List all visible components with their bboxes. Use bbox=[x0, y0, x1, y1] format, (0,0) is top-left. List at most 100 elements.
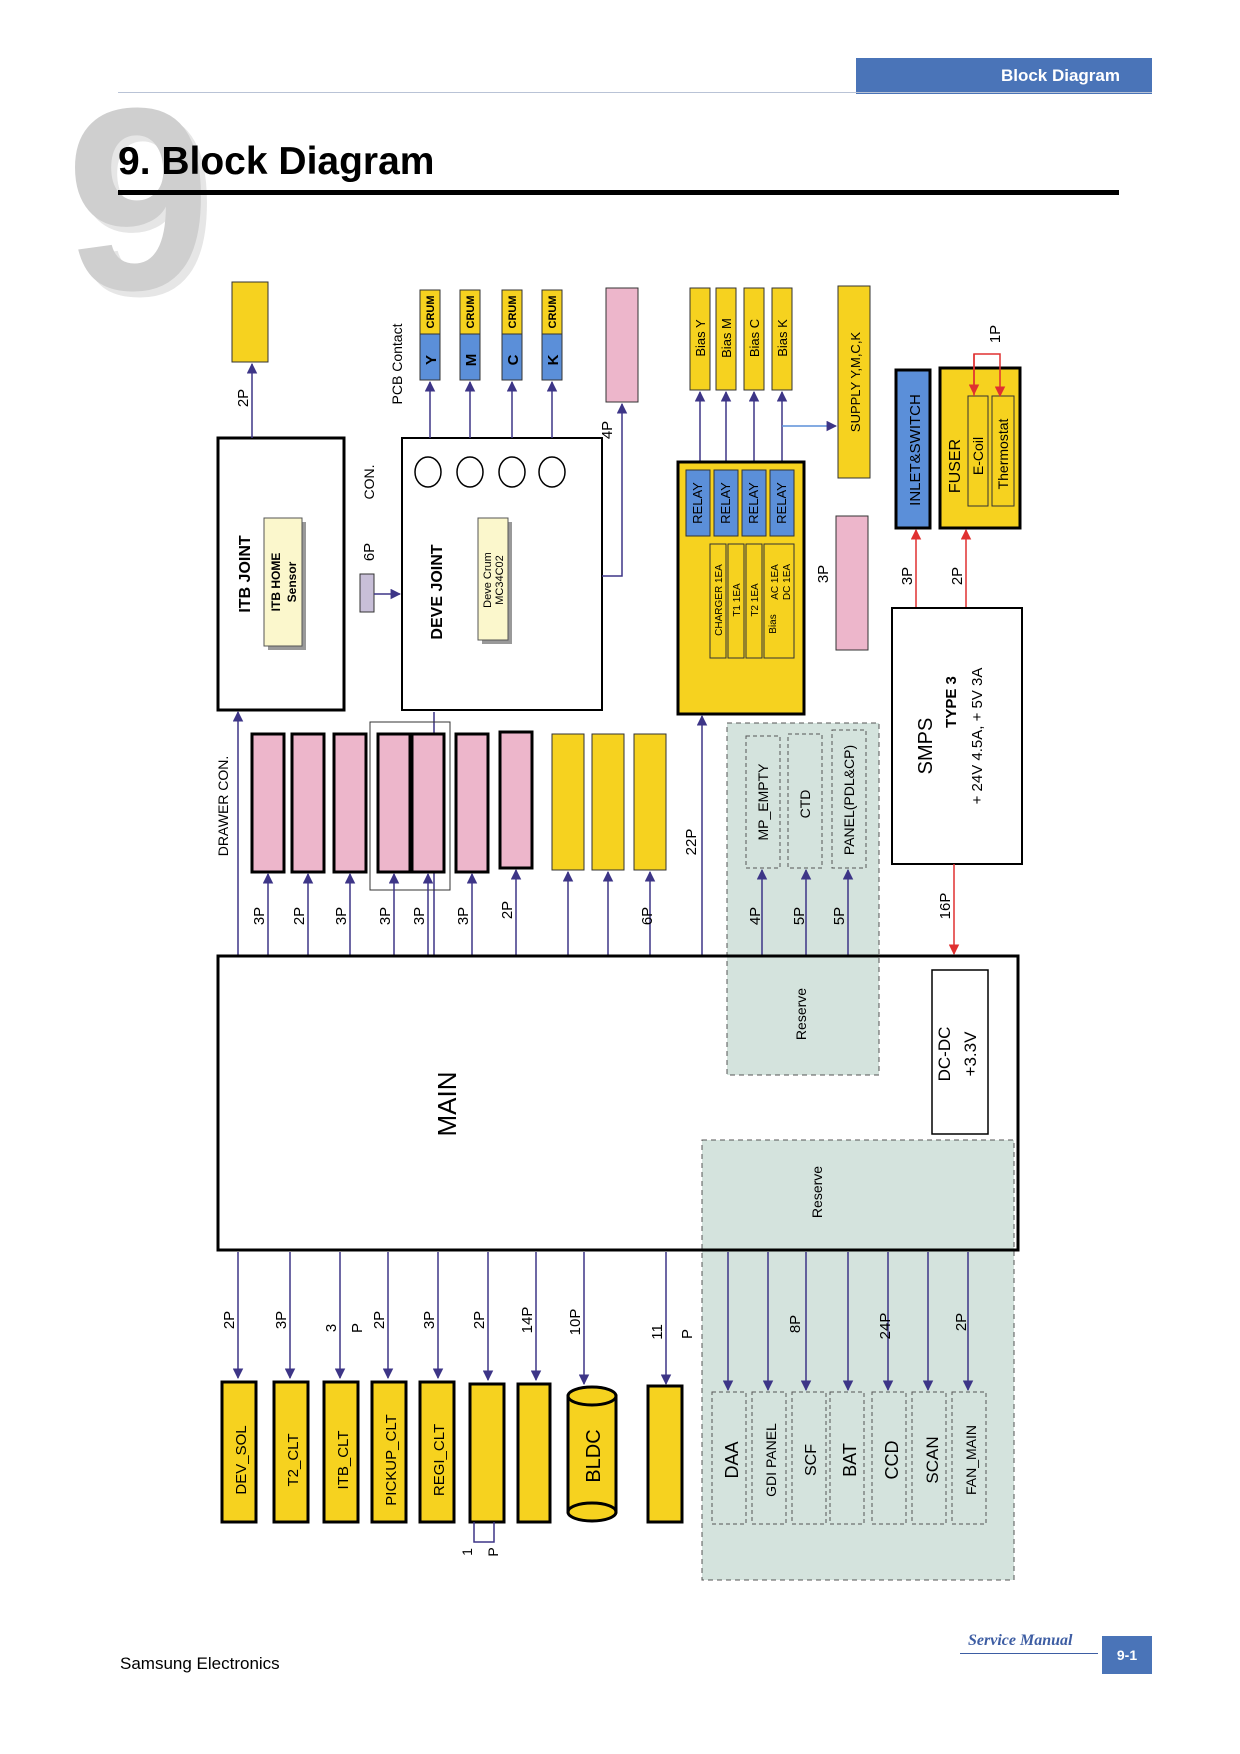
relay-1: RELAY bbox=[690, 482, 705, 524]
dcdc-volt: +3.3V bbox=[961, 1031, 980, 1077]
relay-2: RELAY bbox=[718, 482, 733, 524]
hvps-3p-box bbox=[835, 515, 869, 651]
toner-y-crum: CRUM bbox=[425, 296, 437, 329]
deve-roller-4 bbox=[538, 456, 566, 488]
relay-4: RELAY bbox=[774, 482, 789, 524]
bias-c: Bias C bbox=[743, 287, 765, 464]
deve-roller-1 bbox=[414, 456, 442, 488]
uc-8: 6P bbox=[639, 907, 656, 925]
uc-6: 3P bbox=[455, 907, 472, 925]
lc-2: 3P bbox=[273, 1311, 290, 1329]
con-6p-label: 6P bbox=[361, 543, 378, 561]
deve-4p-box bbox=[605, 287, 639, 403]
inlet-switch-box bbox=[894, 368, 932, 530]
drawer-con-label: DRAWER CON. bbox=[215, 756, 231, 857]
lc-12: 8P bbox=[787, 1315, 804, 1333]
ctd-label: CTD bbox=[797, 790, 813, 819]
con-6p-block bbox=[359, 573, 375, 613]
daa-label: DAA bbox=[722, 1441, 742, 1478]
pickup-clt-label: PICKUP_CLT bbox=[383, 1414, 400, 1505]
deve-crum-label-1: Deve Crum bbox=[482, 552, 494, 608]
uc-4: 3P bbox=[377, 907, 394, 925]
thermostat-label: Thermostat bbox=[995, 418, 1011, 489]
bldc-label: BLDC bbox=[583, 1429, 605, 1482]
t1-label: T1 1EA bbox=[732, 583, 743, 617]
ecoil-box bbox=[967, 395, 989, 507]
supply-box bbox=[837, 285, 871, 479]
deve-crum-box bbox=[477, 517, 509, 641]
deve-roller-2 bbox=[456, 456, 484, 488]
lower-arrows bbox=[232, 1252, 974, 1392]
lc-1: 2P bbox=[221, 1311, 238, 1329]
itb-joint-label: ITB JOINT bbox=[237, 535, 254, 613]
toner-c-color: C bbox=[505, 354, 522, 365]
smps-16p-label: 16P bbox=[937, 893, 954, 920]
pc-2: 5P bbox=[791, 907, 808, 925]
one-p-label-2: P bbox=[485, 1547, 501, 1556]
hvps-relays: RELAY RELAY RELAY RELAY bbox=[685, 469, 795, 537]
toner-y-color: Y bbox=[423, 355, 440, 365]
lc-13: 24P bbox=[877, 1313, 894, 1340]
toner-k: CRUM K bbox=[541, 289, 563, 438]
toner-c-crum: CRUM bbox=[507, 296, 519, 329]
page-number: 9-1 bbox=[1102, 1636, 1152, 1674]
smps-type-label: TYPE 3 bbox=[943, 676, 960, 728]
lc-9: 10P bbox=[567, 1309, 584, 1336]
itb-home-sensor bbox=[263, 517, 303, 647]
lower-devices: DEV_SOL T2_CLT ITB_CLT PICKUP_CLT REGI_C… bbox=[220, 1380, 552, 1524]
dcdc-label: DC-DC bbox=[935, 1027, 954, 1082]
scan-label: SCAN bbox=[923, 1436, 942, 1483]
bias-m-label: Bias M bbox=[719, 318, 734, 358]
smps-3p-label: 3P bbox=[899, 567, 916, 585]
upper-yellow-connectors bbox=[551, 733, 667, 871]
smps-box bbox=[891, 607, 1023, 865]
reserve-lower-label: Reserve bbox=[809, 1166, 825, 1218]
hvps-channels: CHARGER 1EA T1 1EA T2 1EA Bias AC 1EA DC… bbox=[709, 543, 795, 659]
lc-5: 2P bbox=[371, 1311, 388, 1329]
pcb-contact-label: PCB Contact bbox=[389, 323, 405, 404]
bldc-motor: BLDC bbox=[566, 1385, 618, 1523]
title-rule bbox=[118, 190, 1119, 195]
lc-7: 2P bbox=[471, 1311, 488, 1329]
deve-4p-arrow bbox=[602, 402, 628, 577]
ac-label: AC 1EA bbox=[770, 564, 781, 600]
itb-sensor-label-2: Sensor bbox=[285, 561, 299, 602]
header-rule bbox=[118, 92, 1152, 93]
dev-sol-label: DEV_SOL bbox=[233, 1425, 250, 1494]
bias-k: Bias K bbox=[771, 287, 793, 464]
panel-items: MP_EMPTY CTD PANEL(PDL&CP) 4P 5P 5P bbox=[745, 729, 867, 956]
gdi-panel-label: GDI PANEL bbox=[763, 1423, 779, 1497]
ecoil-label: E-Coil bbox=[970, 437, 986, 475]
itb-sensor-label-1: ITB HOME bbox=[269, 553, 283, 612]
one-p-label-1: 1 bbox=[459, 1548, 475, 1556]
eleven-p-device bbox=[646, 1384, 684, 1524]
footer-company: Samsung Electronics bbox=[120, 1654, 280, 1673]
uc-2: 2P bbox=[291, 907, 308, 925]
lc-14: 2P bbox=[953, 1313, 970, 1331]
mp-empty-label: MP_EMPTY bbox=[755, 763, 771, 841]
bias-k-label: Bias K bbox=[775, 319, 790, 357]
deve-4p-label: 4P bbox=[599, 421, 616, 439]
pc-3: 5P bbox=[831, 907, 848, 925]
toner-k-color: K bbox=[545, 354, 562, 365]
toner-m: CRUM M bbox=[459, 289, 481, 438]
lc-8: 14P bbox=[519, 1307, 536, 1334]
lc-4: P bbox=[349, 1323, 366, 1333]
lc-6: 3P bbox=[421, 1311, 438, 1329]
itb-top-connector-box bbox=[231, 281, 269, 363]
chapter-number-watermark: 9 bbox=[66, 55, 211, 345]
main-board bbox=[216, 954, 1020, 1252]
bias-y: Bias Y bbox=[689, 287, 711, 464]
toner-c: CRUM C bbox=[501, 289, 523, 438]
t2-label: T2 1EA bbox=[750, 583, 761, 617]
lc-3: 3 bbox=[323, 1324, 340, 1332]
charger-label: CHARGER 1EA bbox=[714, 564, 725, 636]
uc-3: 3P bbox=[333, 907, 350, 925]
t2-clt-label: T2_CLT bbox=[285, 1433, 302, 1486]
reserve-devices: DAA GDI PANEL SCF BAT CCD SCAN FAN_MAIN bbox=[711, 1391, 987, 1525]
regi-clt-label: REGI_CLT bbox=[431, 1424, 448, 1496]
bat-label: BAT bbox=[840, 1443, 860, 1477]
lc-11: P bbox=[679, 1329, 696, 1339]
bias-y-label: Bias Y bbox=[693, 319, 708, 357]
